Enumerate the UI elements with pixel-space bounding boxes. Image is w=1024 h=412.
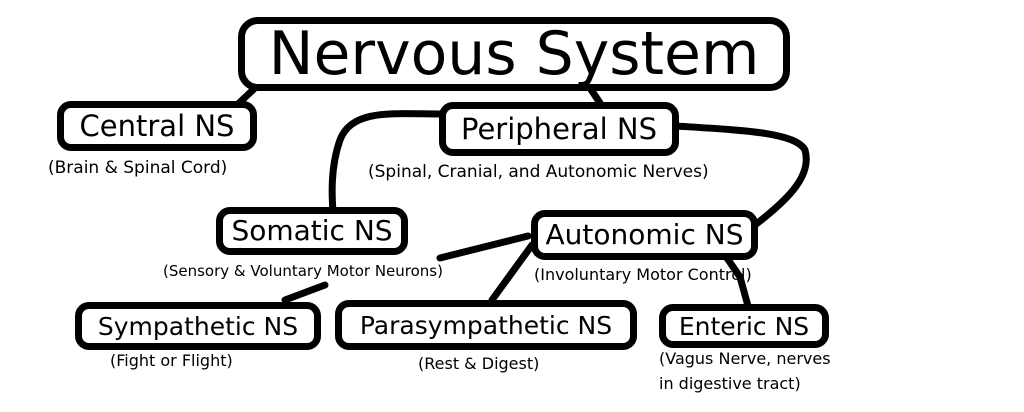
parasympathetic-ns-box: Parasympathetic NS <box>335 300 637 350</box>
autonomic-ns-label: Autonomic NS <box>545 218 744 251</box>
central-ns-box: Central NS <box>57 101 257 151</box>
autonomic-ns-box: Autonomic NS <box>531 210 758 260</box>
sympathetic-ns-box: Sympathetic NS <box>75 302 321 350</box>
central-ns-caption: (Brain & Spinal Cord) <box>48 158 228 178</box>
central-ns-label: Central NS <box>79 108 235 143</box>
somatic-ns-label: Somatic NS <box>231 214 393 247</box>
connector-autonomic-sympathetic <box>281 281 329 304</box>
enteric-ns-box: Enteric NS <box>659 304 829 348</box>
page-title: Nervous System <box>268 19 760 89</box>
sympathetic-ns-label: Sympathetic NS <box>97 311 299 341</box>
peripheral-ns-caption: (Spinal, Cranial, and Autonomic Nerves) <box>368 162 709 182</box>
sympathetic-ns-caption: (Fight or Flight) <box>110 351 233 370</box>
enteric-ns-caption-line2: in digestive tract) <box>659 374 801 393</box>
connector-peripheral-autonomic <box>671 122 810 229</box>
title-box: Nervous System <box>238 17 790 91</box>
connector-autonomic-enteric <box>723 254 752 310</box>
parasympathetic-ns-label: Parasympathetic NS <box>359 310 613 340</box>
parasympathetic-ns-caption: (Rest & Digest) <box>418 354 540 373</box>
autonomic-ns-caption: (Involuntary Motor Control) <box>534 265 752 284</box>
connector-peripheral-somatic <box>328 110 446 216</box>
peripheral-ns-box: Peripheral NS <box>439 102 679 156</box>
peripheral-ns-label: Peripheral NS <box>461 111 657 146</box>
enteric-ns-caption-line1: (Vagus Nerve, nerves <box>659 349 831 368</box>
connector-autonomic-parasympathetic <box>488 241 536 304</box>
connector-autonomic-somatic <box>436 232 532 262</box>
somatic-ns-caption: (Sensory & Voluntary Motor Neurons) <box>163 262 443 280</box>
somatic-ns-box: Somatic NS <box>216 207 408 255</box>
enteric-ns-label: Enteric NS <box>678 311 810 341</box>
